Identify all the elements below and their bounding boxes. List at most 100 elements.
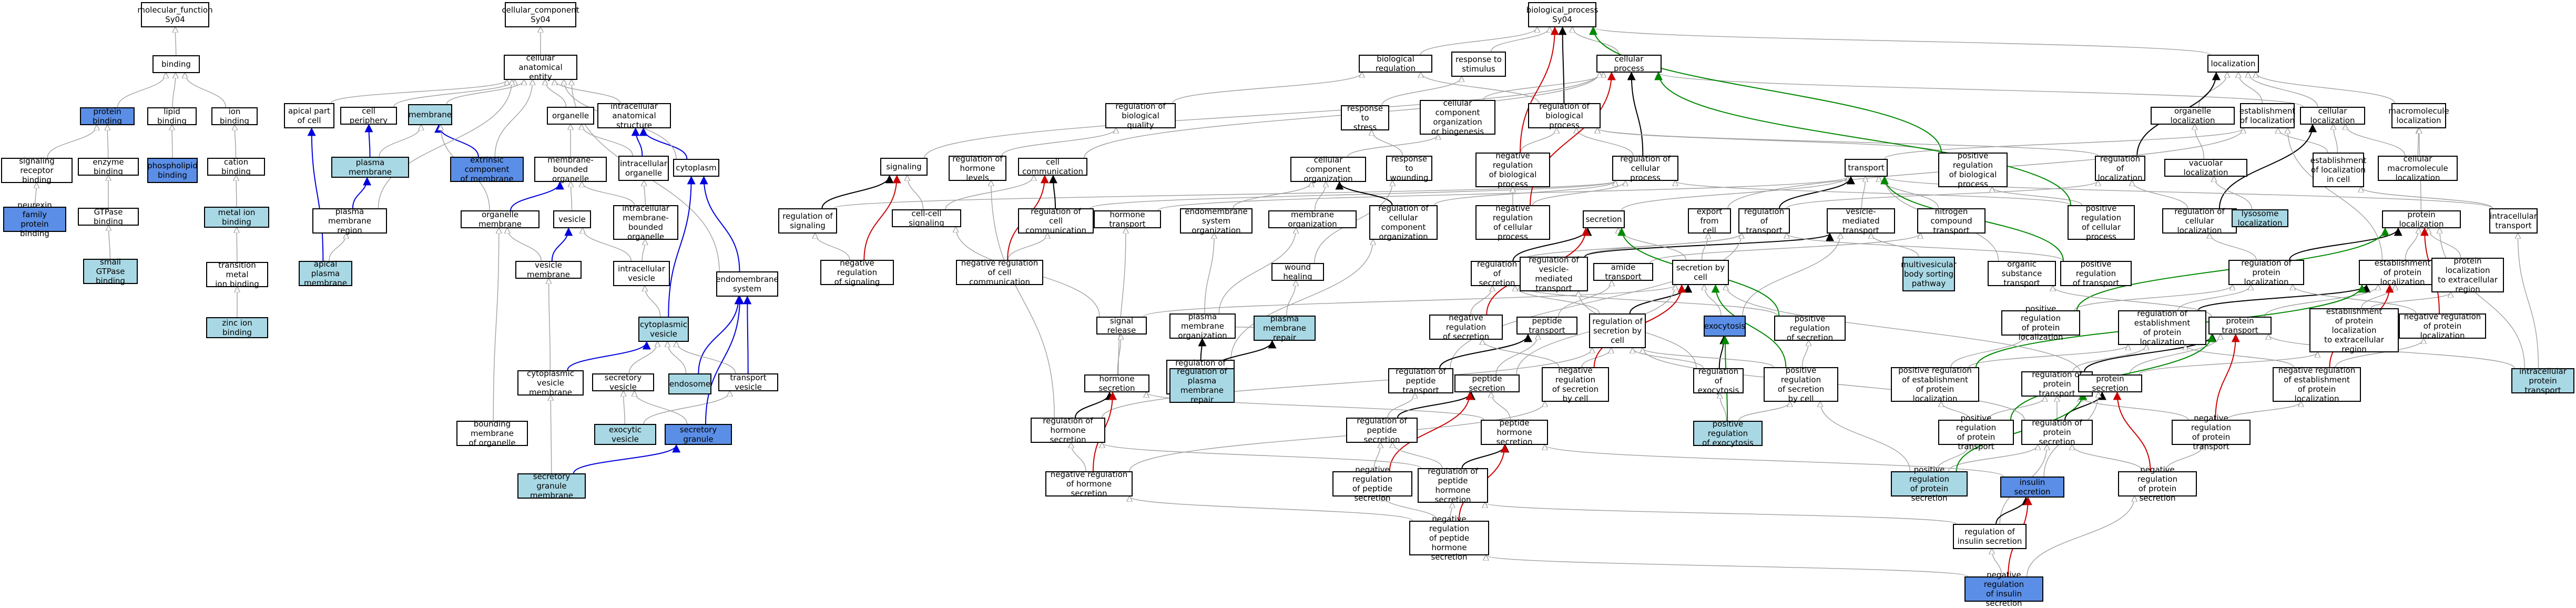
go-term-organic-substance-transport[interactable]: organic substance transport: [1988, 259, 2056, 288]
go-term-amide-transport[interactable]: amide transport: [1593, 262, 1653, 281]
go-term-vesicle-membrane[interactable]: vesicle membrane: [515, 260, 582, 279]
go-term-cellular-component[interactable]: cellular_component Sy04: [502, 2, 579, 27]
go-term-export-from-cell[interactable]: export from cell: [1688, 207, 1731, 235]
go-term-negative-regulation-of-signaling[interactable]: negative regulation of signaling: [820, 258, 894, 287]
go-term-response-to-stimulus[interactable]: response to stimulus: [1451, 52, 1506, 77]
go-term-cellular-anatomical-entity[interactable]: cellular anatomical entity: [504, 53, 577, 82]
go-term-negative-regulation-of-protein-localization[interactable]: negative regulation of protein localizat…: [2399, 312, 2486, 340]
go-term-regulation-of-secretion[interactable]: regulation of secretion: [1471, 259, 1523, 288]
go-term-membrane-organization[interactable]: membrane organization: [1268, 210, 1357, 229]
go-term-regulation-of-protein-secretion[interactable]: regulation of protein secretion: [2021, 418, 2093, 447]
go-term-positive-regulation-of-protein-secretion[interactable]: positive regulation of protein secretion: [1891, 465, 1968, 503]
go-term-establishment-of-protein-localization-to-extracellular[interactable]: establishment of protein localization to…: [2309, 307, 2399, 354]
go-term-peptide-transport[interactable]: peptide transport: [1516, 316, 1577, 335]
go-term-insulin-secretion[interactable]: insulin secretion: [2000, 477, 2064, 498]
go-term-phospholipid-binding[interactable]: phospholipid binding: [147, 158, 198, 183]
go-term-protein-binding[interactable]: protein binding: [80, 107, 135, 126]
go-term-macromolecule-localization[interactable]: macromolecule localization: [2388, 103, 2449, 128]
go-term-negative-regulation-of-insulin-secretion[interactable]: negative regulation of insulin secretion: [1964, 570, 2043, 608]
go-term-regulation-of-plasma-membrane-repair[interactable]: regulation of plasma membrane repair: [1169, 367, 1235, 404]
go-term-lysosome-localization[interactable]: lysosome localization: [2232, 209, 2288, 228]
go-term-intracellular-anatomical[interactable]: intracellular anatomical structure: [597, 102, 671, 130]
go-term-regulation-of-cellular-localization[interactable]: regulation of cellular localization: [2162, 207, 2237, 235]
go-term-establishment-of-localization[interactable]: establishment of localization: [2239, 103, 2295, 128]
go-term-intracellular-organelle[interactable]: intracellular organelle: [618, 156, 669, 181]
go-term-protein-transport[interactable]: protein transport: [2208, 316, 2272, 335]
go-term-regulation-of-biological-process[interactable]: regulation of biological process: [1528, 102, 1601, 130]
go-term-cell-communication[interactable]: cell communication: [1018, 157, 1087, 176]
go-term-regulation-of-exocytosis[interactable]: regulation of exocytosis: [1693, 367, 1744, 395]
go-term-cytoplasmic-vesicle-membrane[interactable]: cytoplasmic vesicle membrane: [517, 369, 584, 397]
go-term-negative-regulation-of-cellular-process[interactable]: negative regulation of cellular process: [1475, 204, 1550, 241]
go-term-regulation-of-cellular-component-organization[interactable]: regulation of cellular component organiz…: [1369, 204, 1438, 241]
go-term-secretion[interactable]: secretion: [1583, 210, 1625, 228]
go-term-exocytic-vesicle[interactable]: exocytic vesicle: [594, 424, 656, 445]
go-term-multivesicular-body-sorting[interactable]: multivesicular body sorting pathway: [1901, 257, 1957, 291]
go-term-protein-localization[interactable]: protein localization: [2382, 210, 2461, 229]
go-term-wound-healing[interactable]: wound healing: [1271, 262, 1324, 281]
go-term-negative-regulation-of-protein-transport[interactable]: negative regulation of protein transport: [2172, 413, 2251, 451]
go-term-cellular-process[interactable]: cellular process: [1596, 54, 1662, 73]
go-term-endomembrane-system[interactable]: endomembrane system: [716, 271, 779, 297]
go-term-intracellular-transport[interactable]: intracellular transport: [2489, 208, 2538, 234]
go-term-positive-regulation-of-cellular-process[interactable]: positive regulation of cellular process: [2068, 204, 2135, 241]
go-term-vacuolar-localization[interactable]: vacuolar localization: [2164, 158, 2247, 177]
go-term-plasma-membrane-region[interactable]: plasma membrane region: [312, 207, 387, 235]
go-term-cellular-component-organization[interactable]: cellular component organization: [1290, 155, 1366, 184]
go-term-cell-periphery[interactable]: cell periphery: [340, 106, 397, 125]
go-term-membrane-bounded-organelle[interactable]: membrane-bounded organelle: [534, 155, 607, 184]
go-term-regulation-of-biological-quality[interactable]: regulation of biological quality: [1105, 102, 1176, 130]
go-term-molecular-function[interactable]: molecular_function Sy04: [137, 2, 213, 27]
go-term-secretory-vesicle[interactable]: secretory vesicle: [592, 373, 654, 392]
go-term-regulation-of-establishment-of-protein-localization[interactable]: regulation of establishment of protein l…: [2118, 309, 2206, 347]
go-term-cation-binding[interactable]: cation binding: [207, 157, 265, 176]
go-term-secretory-granule[interactable]: secretory granule: [665, 424, 732, 445]
go-term-hormone-transport[interactable]: hormone transport: [1094, 210, 1161, 229]
go-term-negative-regulation-of-cell-communication[interactable]: negative regulation of cell communicatio…: [956, 258, 1043, 287]
go-term-negative-regulation-of-establishment-of-protein-localization[interactable]: negative regulation of establishment of …: [2273, 366, 2361, 403]
go-term-zinc-ion-binding[interactable]: zinc ion binding: [206, 317, 268, 338]
go-term-regulation-of-peptide-hormone-secretion[interactable]: regulation of peptide hormone secretion: [1418, 467, 1488, 504]
go-term-neurexin-binding[interactable]: neurexin family protein binding: [3, 200, 66, 238]
go-term-regulation-of-peptide-secretion[interactable]: regulation of peptide secretion: [1346, 416, 1418, 444]
go-term-positive-regulation-of-secretion-by-cell[interactable]: positive regulation of secretion by cell: [1764, 366, 1838, 403]
go-term-apical-part[interactable]: apical part of cell: [284, 103, 334, 128]
go-term-regulation-of-vesicle-mediated-transport[interactable]: regulation of vesicle-mediated transport: [1520, 255, 1588, 293]
go-term-plasma-membrane-repair[interactable]: plasma membrane repair: [1254, 314, 1316, 342]
go-term-regulation-of-signaling[interactable]: regulation of signaling: [778, 208, 837, 234]
go-term-endomembrane-system-organization[interactable]: endomembrane system organization: [1180, 207, 1253, 235]
go-term-positive-regulation-of-establishment-of-protein-localization[interactable]: positive regulation of establishment of …: [1891, 366, 1979, 403]
go-term-response-to-stress[interactable]: response to stress: [1341, 104, 1389, 132]
go-term-lipid-binding[interactable]: lipid binding: [147, 107, 197, 126]
go-term-regulation-of-protein-localization[interactable]: regulation of protein localization: [2228, 258, 2304, 287]
go-term-hormone-secretion[interactable]: hormone secretion: [1084, 374, 1149, 393]
go-term-regulation-of-insulin-secretion[interactable]: regulation of insulin secretion: [1953, 524, 2027, 549]
go-term-protein-secretion[interactable]: protein secretion: [2078, 374, 2142, 393]
go-term-organelle[interactable]: organelle: [547, 107, 594, 125]
go-term-localization[interactable]: localization: [2207, 55, 2259, 73]
go-term-intracellular-protein-transport[interactable]: intracellular protein transport: [2511, 367, 2574, 395]
go-term-cellular-localization[interactable]: cellular localization: [2300, 106, 2365, 125]
go-term-negative-regulation-of-secretion[interactable]: negative regulation of secretion: [1429, 313, 1503, 341]
go-term-regulation-of-peptide-transport[interactable]: regulation of peptide transport: [1388, 367, 1453, 395]
go-term-metal-ion-binding[interactable]: metal ion binding: [204, 207, 269, 228]
go-term-organelle-membrane[interactable]: organelle membrane: [461, 210, 539, 229]
go-term-regulation-of-transport[interactable]: regulation of transport: [1738, 207, 1790, 235]
go-term-regulation-of-cell-communication[interactable]: regulation of cell communication: [1018, 207, 1094, 235]
go-term-enzyme-binding[interactable]: enzyme binding: [78, 157, 139, 176]
go-term-bounding-membrane[interactable]: bounding membrane of organelle: [456, 419, 528, 448]
go-term-signal-release[interactable]: signal release: [1096, 316, 1147, 335]
go-term-negative-regulation-of-hormone-secretion[interactable]: negative regulation of hormone secretion: [1045, 470, 1133, 498]
go-term-organelle-localization[interactable]: organelle localization: [2151, 106, 2235, 125]
go-term-signaling-receptor-binding[interactable]: signaling receptor binding: [1, 156, 73, 185]
go-term-biological-regulation[interactable]: biological regulation: [1359, 54, 1432, 73]
go-term-cytoplasmic-vesicle[interactable]: cytoplasmic vesicle: [638, 317, 689, 342]
go-term-binding[interactable]: binding: [152, 55, 200, 73]
go-term-positive-regulation-of-protein-localization[interactable]: positive regulation of protein localizat…: [2001, 304, 2080, 342]
go-term-regulation-of-cellular-process[interactable]: regulation of cellular process: [1612, 154, 1678, 183]
go-term-establishment-of-localization-in-cell[interactable]: establishment of localization in cell: [2310, 153, 2366, 187]
go-term-positive-regulation-of-protein-transport[interactable]: positive regulation of protein transport: [1938, 413, 2014, 451]
go-term-vesicle-mediated-transport[interactable]: vesicle-mediated transport: [1827, 207, 1895, 235]
go-term-negative-regulation-of-protein-secretion[interactable]: negative regulation of protein secretion: [2118, 465, 2197, 503]
go-term-positive-regulation-of-secretion[interactable]: positive regulation of secretion: [1774, 314, 1846, 342]
